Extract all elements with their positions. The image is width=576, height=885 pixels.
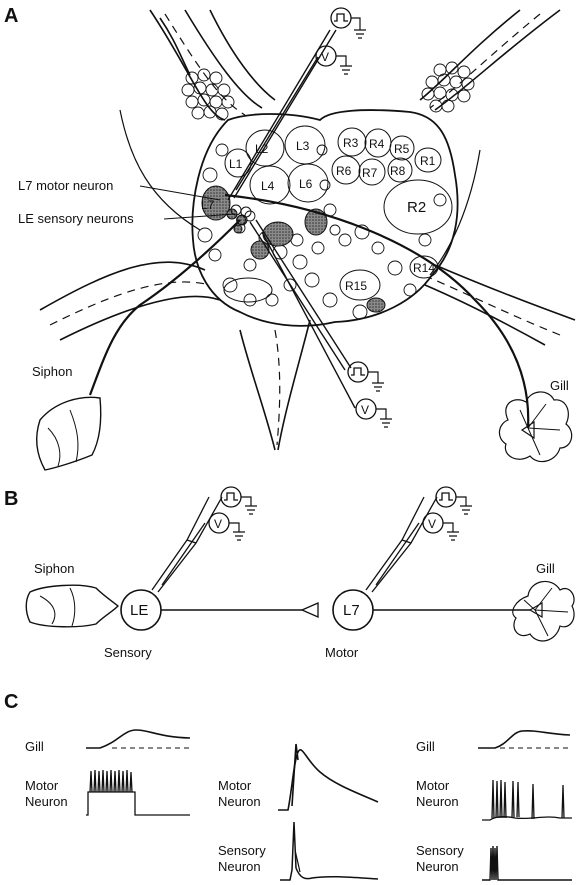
right-sensory-label-2: Neuron — [416, 859, 459, 874]
neuron-label: L7 — [201, 198, 215, 212]
right-gill-label: Gill — [416, 739, 435, 754]
voltmeter-v-label: V — [428, 517, 436, 531]
panel-b-voltmeter-le: V — [209, 513, 245, 540]
neuron-label: R4 — [369, 137, 385, 151]
panel-b-voltmeter-l7: V — [423, 513, 459, 540]
neuron-label: R15 — [345, 279, 367, 293]
voltmeter-v-label: V — [361, 403, 369, 417]
right-sensory-label-1: Sensory — [416, 843, 464, 858]
sensory-axon-to-siphon — [90, 220, 240, 395]
neuron-label: R5 — [394, 142, 410, 156]
panel-c: C Gill Motor Neuron Motor Neuron Sensory… — [4, 691, 572, 880]
right-gill-trace — [478, 731, 570, 748]
le-sensory-neurons-label: LE sensory neurons — [18, 211, 134, 226]
siphon-label: Siphon — [32, 364, 72, 379]
left-motor-burst — [86, 770, 190, 815]
left-motor-label-1: Motor — [25, 778, 59, 793]
gill-drawing: Gill — [499, 378, 571, 462]
panel-c-letter: C — [4, 691, 18, 713]
neuron-label: L1 — [229, 157, 243, 171]
neuron-label: R8 — [390, 164, 406, 178]
panel-b-gill-label: Gill — [536, 561, 555, 576]
panel-a-letter: A — [4, 5, 18, 27]
left-gill-label: Gill — [25, 739, 44, 754]
panel-b-electrode-l7 — [366, 497, 437, 592]
panel-b-gill-drawing — [513, 581, 574, 641]
neuron-label: R6 — [336, 164, 352, 178]
panel-b-stimulator-l7 — [436, 487, 472, 514]
l7-motor-neuron-label: L7 motor neuron — [18, 178, 113, 193]
neuron-label: L3 — [296, 139, 310, 153]
middle-sensory-label-2: Neuron — [218, 859, 261, 874]
panel-b-siphon-label: Siphon — [34, 561, 74, 576]
panel-b-electrode-le — [152, 497, 222, 592]
middle-motor-label-2: Neuron — [218, 794, 261, 809]
neuron-label: R2 — [407, 199, 426, 216]
stimulator-symbol-bottom — [348, 362, 384, 391]
neuron-label: R7 — [362, 166, 378, 180]
stimulator-symbol-top — [331, 8, 366, 38]
neuron-label: R1 — [420, 154, 436, 168]
sensory-label: Sensory — [104, 645, 152, 660]
right-motor-spikes — [482, 780, 572, 820]
voltmeter-v-label: V — [321, 50, 329, 64]
middle-sensory-label-1: Sensory — [218, 843, 266, 858]
gill-label: Gill — [550, 378, 569, 393]
voltmeter-v-label: V — [214, 517, 222, 531]
middle-motor-label-1: Motor — [218, 778, 252, 793]
right-cell-cluster — [422, 62, 474, 112]
synapse-terminal — [302, 603, 318, 617]
right-sensory-burst — [482, 846, 572, 880]
siphon-drawing: Siphon — [32, 364, 101, 470]
panel-b-letter: B — [4, 488, 18, 510]
neuron-label: L4 — [261, 179, 275, 193]
panel-a: A — [4, 5, 575, 470]
voltmeter-symbol-bottom: V — [356, 399, 392, 427]
panel-b: B V V — [4, 487, 574, 660]
neuron-label: L6 — [299, 177, 313, 191]
panel-b-stimulator-le — [221, 487, 257, 514]
le-cell-label: LE — [130, 602, 148, 619]
l7-cell-label: L7 — [343, 602, 360, 619]
right-motor-label-1: Motor — [416, 778, 450, 793]
panel-b-siphon-drawing — [26, 585, 118, 627]
left-gill-trace — [86, 730, 190, 748]
neuron-label: R3 — [343, 136, 359, 150]
voltmeter-symbol-top: V — [316, 46, 352, 74]
left-motor-label-2: Neuron — [25, 794, 68, 809]
siphon-folds — [40, 588, 75, 626]
motor-label: Motor — [325, 645, 359, 660]
right-motor-label-2: Neuron — [416, 794, 459, 809]
